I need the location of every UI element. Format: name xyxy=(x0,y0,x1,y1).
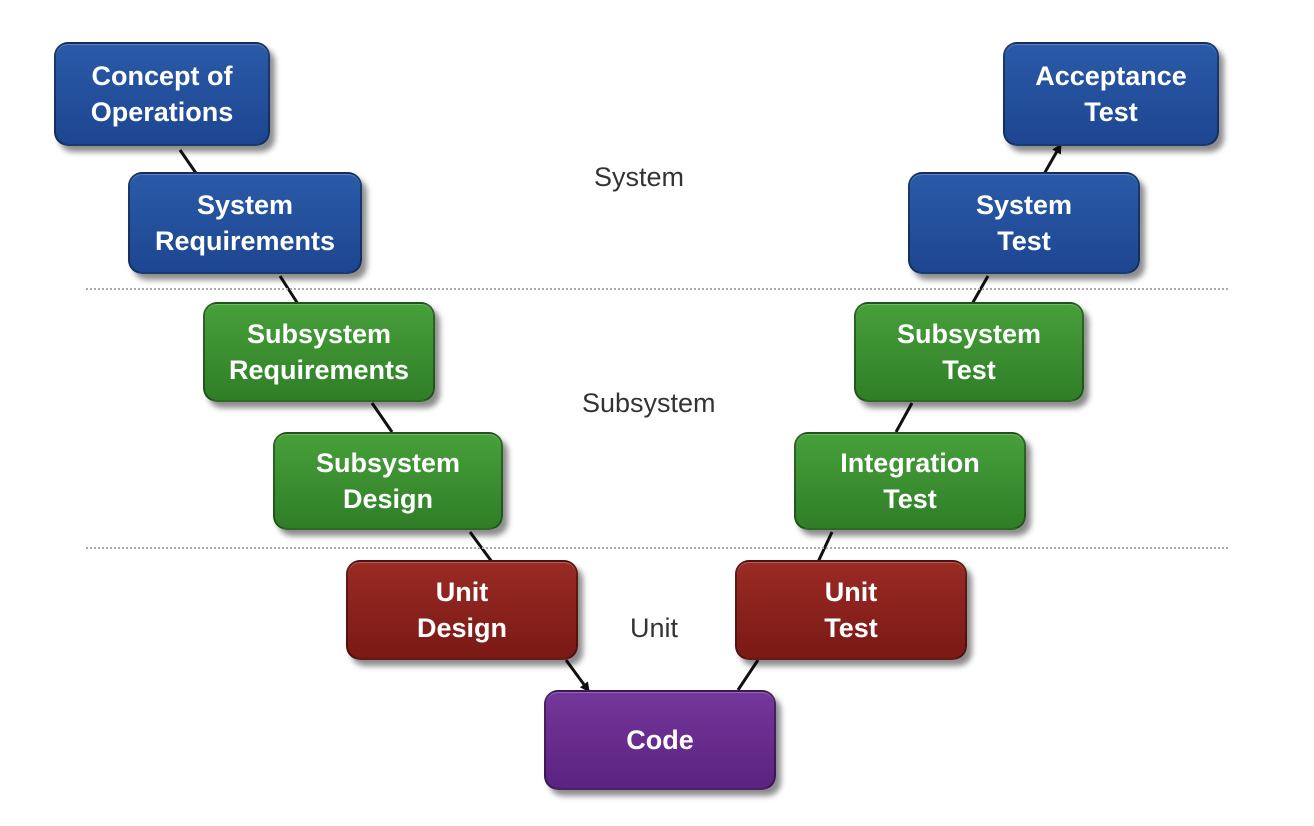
connector-systest-to-acceptance xyxy=(1042,143,1062,175)
level-label-subsystem: Subsystem xyxy=(582,388,716,418)
box-subsystem-design[interactable]: Subsystem Design xyxy=(273,432,503,530)
connector-subtest-to-systest xyxy=(970,275,990,305)
connector-unitdesign-to-code xyxy=(564,659,590,693)
box-system-test[interactable]: System Test xyxy=(908,172,1140,274)
connector-subreq-to-subdesign xyxy=(370,402,394,433)
divider-system-subsystem xyxy=(86,288,1228,290)
box-subsystem-requirements[interactable]: Subsystem Requirements xyxy=(203,302,435,402)
level-label-system: System xyxy=(594,162,685,192)
box-integration-test[interactable]: Integration Test xyxy=(794,432,1026,530)
box-system-requirements[interactable]: System Requirements xyxy=(128,172,362,274)
box-concept-of-operations[interactable]: Concept of Operations xyxy=(54,42,270,146)
box-unit-test[interactable]: Unit Test xyxy=(735,560,967,660)
level-label-unit: Unit xyxy=(630,613,679,643)
box-code[interactable]: Code xyxy=(544,690,776,790)
divider-subsystem-unit xyxy=(86,547,1228,549)
box-acceptance-test[interactable]: Acceptance Test xyxy=(1003,42,1219,146)
connector-code-to-unittest xyxy=(736,659,760,691)
connector-integration-to-subtest xyxy=(894,402,914,433)
connector-sysreq-to-subreq xyxy=(278,275,300,305)
connector-concept-to-sysreq xyxy=(178,149,200,177)
box-subsystem-test[interactable]: Subsystem Test xyxy=(854,302,1084,402)
box-unit-design[interactable]: Unit Design xyxy=(346,560,578,660)
